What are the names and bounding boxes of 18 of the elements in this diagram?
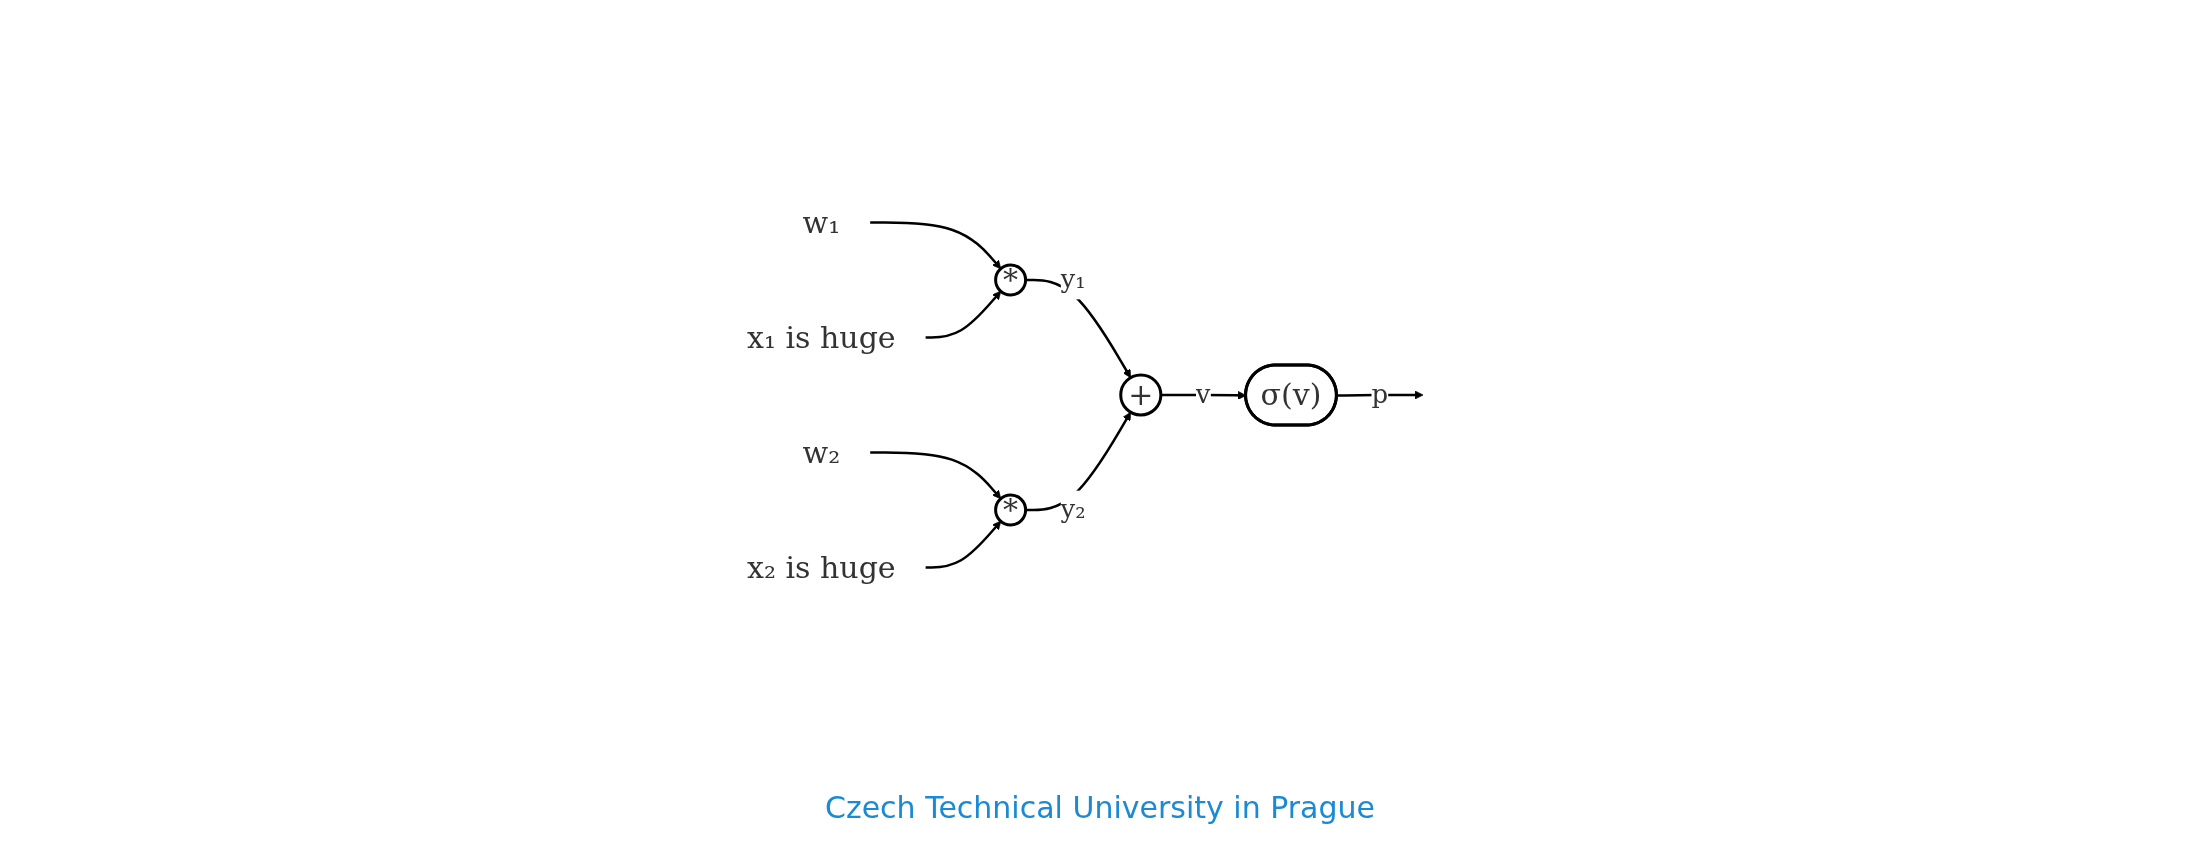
arrow <box>1025 278 1131 379</box>
edge-label: v <box>1195 379 1211 410</box>
node-circle: * <box>994 493 1028 527</box>
edge-label: y₁ <box>1060 264 1086 295</box>
node-circle: + <box>1119 373 1163 417</box>
node-text: w₁ <box>802 205 841 240</box>
node-text: w₂ <box>802 434 841 470</box>
arrow <box>925 520 1002 569</box>
node-text: x₁ is huge <box>746 319 896 355</box>
edge-label: p <box>1371 379 1389 410</box>
edge-label: y₂ <box>1060 494 1086 525</box>
arrow <box>925 290 1002 339</box>
arrow <box>870 451 1002 500</box>
footer-text: Czech Technical University in Prague <box>824 790 1375 825</box>
arrow <box>1025 411 1131 512</box>
node-circle: * <box>994 263 1028 297</box>
node-text: x₂ is huge <box>746 549 896 585</box>
arrow <box>870 221 1002 270</box>
